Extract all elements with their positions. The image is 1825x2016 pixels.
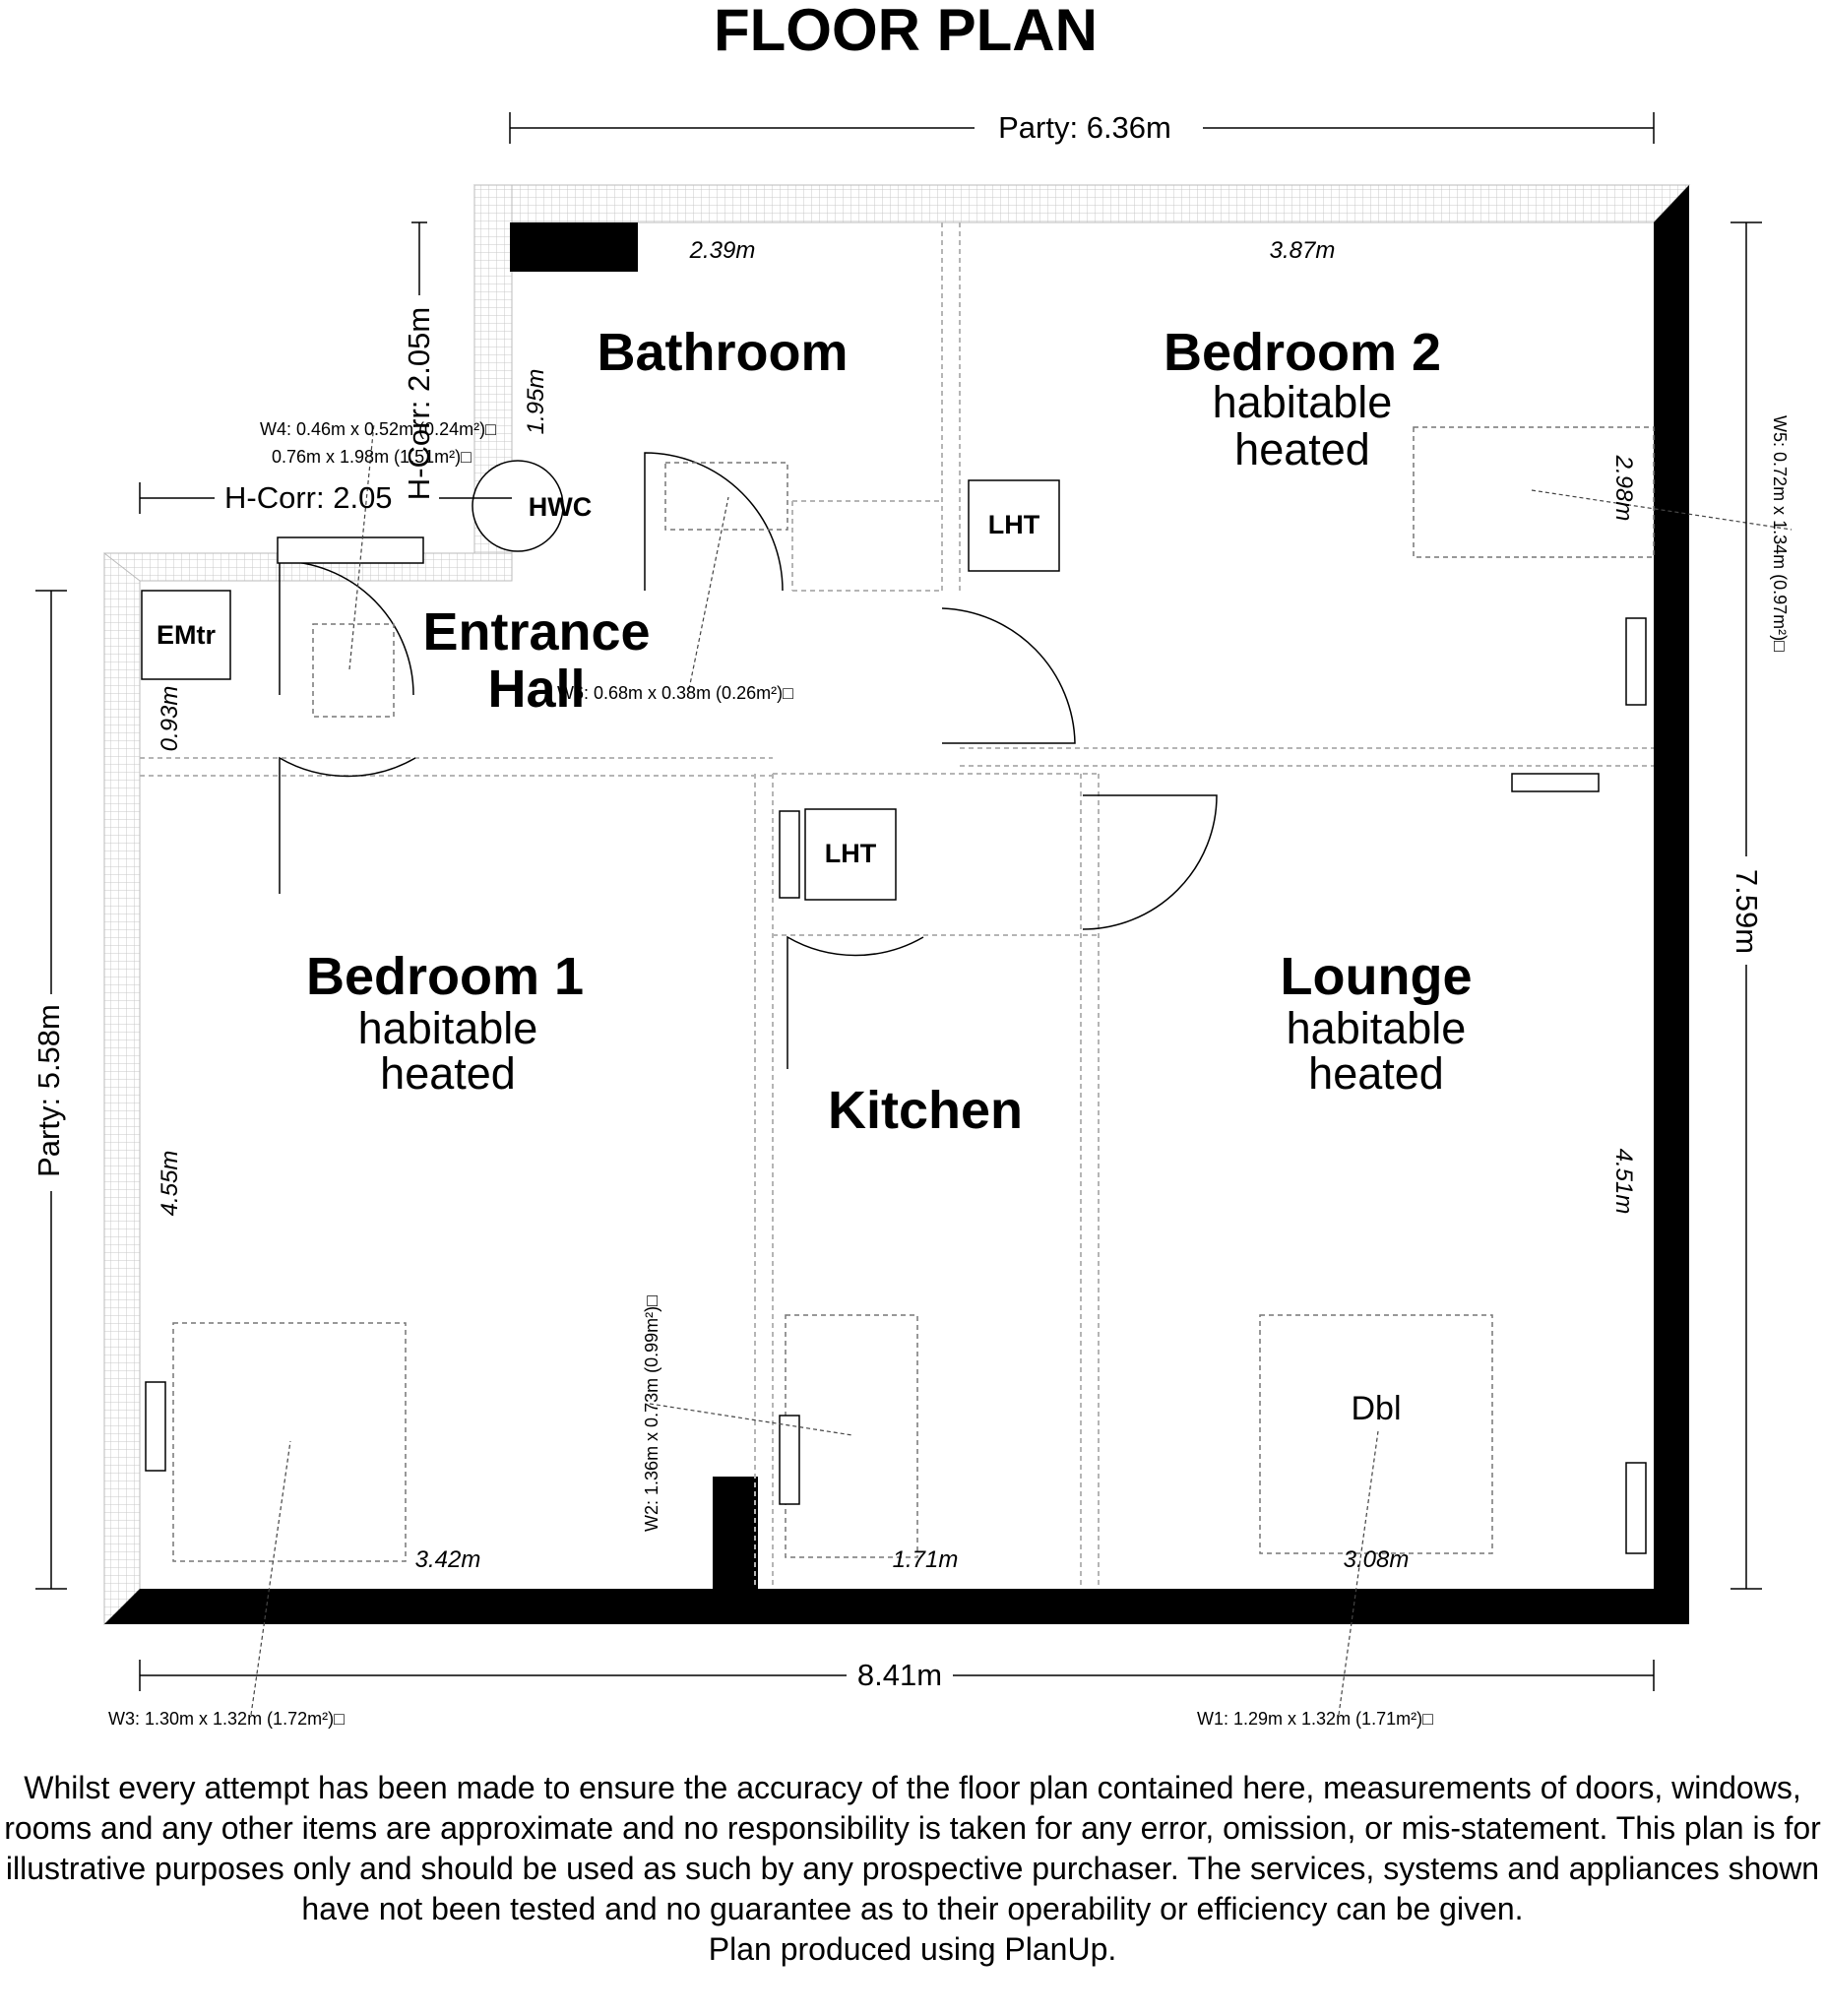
fixtures (141, 460, 1060, 901)
lounge-line2: heated (1308, 1048, 1444, 1099)
plan-title: FLOOR PLAN (714, 0, 1098, 63)
lht-hall-label: LHT (825, 839, 877, 868)
party-top-dimension: Party: 6.36m (998, 110, 1171, 145)
dimension-lines (35, 112, 1762, 1691)
bedroom2-width: 3.87m (1270, 237, 1336, 264)
bedroom1-line2: heated (380, 1048, 516, 1099)
entrance-hall-line1: Entrance (422, 602, 650, 662)
bedroom1-depth: 4.55m (157, 1151, 183, 1217)
entrance-door-frame (277, 536, 424, 564)
furniture-outlines (172, 426, 1655, 1562)
window-w4-door: 0.76m x 1.98m (1.51m²)□ (272, 447, 472, 467)
lht-hall-box (804, 808, 897, 901)
window-w6: W6: 0.68m x 0.38m (0.26m²)□ (557, 683, 793, 703)
hwc-circle (472, 460, 564, 552)
credit-text: Plan produced using PlanUp. (708, 1931, 1117, 1967)
lounge-line1: habitable (1287, 1003, 1467, 1053)
window-w3: W3: 1.30m x 1.32m (1.72m²)□ (108, 1709, 345, 1729)
bedroom2-name: Bedroom 2 (1164, 323, 1441, 382)
disclaimer-text: Whilst every attempt has been made to en… (4, 1770, 1821, 1926)
bathroom-depth: 1.95m (523, 369, 549, 435)
bathroom-width: 2.39m (689, 237, 756, 264)
entrance-hall-depth: 0.93m (157, 686, 183, 752)
window-w1: W1: 1.29m x 1.32m (1.71m²)□ (1197, 1709, 1433, 1729)
party-walls (103, 184, 1691, 1626)
kitchen-name: Kitchen (828, 1081, 1023, 1140)
bedroom2-line1: habitable (1213, 377, 1393, 427)
emtr-label: EMtr (157, 620, 216, 650)
hcorr-horizontal-dimension: H-Corr: 2.05 (224, 480, 393, 515)
hwc-label: HWC (529, 492, 592, 522)
lht-bedroom2-label: LHT (988, 510, 1040, 539)
bedroom2-depth: 2.98m (1610, 455, 1637, 522)
lounge-width: 3.08m (1344, 1546, 1410, 1573)
disclaimer-block: Whilst every attempt has been made to en… (0, 1768, 1825, 1970)
lounge-name: Lounge (1281, 947, 1473, 1006)
kitchen-width: 1.71m (893, 1546, 959, 1573)
internal-walls (140, 222, 1654, 1589)
hcorr-vertical-dimension: H-Corr: 2.05m (402, 307, 436, 500)
radiators (145, 617, 1647, 1554)
party-left-dimension: Party: 5.58m (31, 1004, 66, 1177)
right-dimension: 7.59m (1730, 869, 1764, 954)
window-pointers (250, 422, 1793, 1716)
bathroom-name: Bathroom (598, 323, 849, 382)
dbl-label: Dbl (1351, 1390, 1401, 1427)
entrance-hall-line2: Hall (487, 660, 585, 719)
bedroom1-line1: habitable (358, 1003, 538, 1053)
window-w5: W5: 0.72m x 1.34m (0.97m²)□ (1770, 415, 1790, 652)
bedroom1-width: 3.42m (415, 1546, 481, 1573)
external-walls (104, 185, 1689, 1624)
bedroom1-name: Bedroom 1 (306, 947, 584, 1006)
window-w4: W4: 0.46m x 0.52m (0.24m²)□ (260, 419, 496, 439)
lht-bedroom2-box (968, 479, 1060, 572)
lounge-depth: 4.51m (1610, 1149, 1637, 1215)
bottom-dimension: 8.41m (857, 1658, 942, 1692)
emtr-box (141, 590, 231, 680)
bedroom2-line2: heated (1234, 424, 1370, 474)
window-w2: W2: 1.36m x 0.73m (0.99m²)□ (642, 1295, 661, 1532)
